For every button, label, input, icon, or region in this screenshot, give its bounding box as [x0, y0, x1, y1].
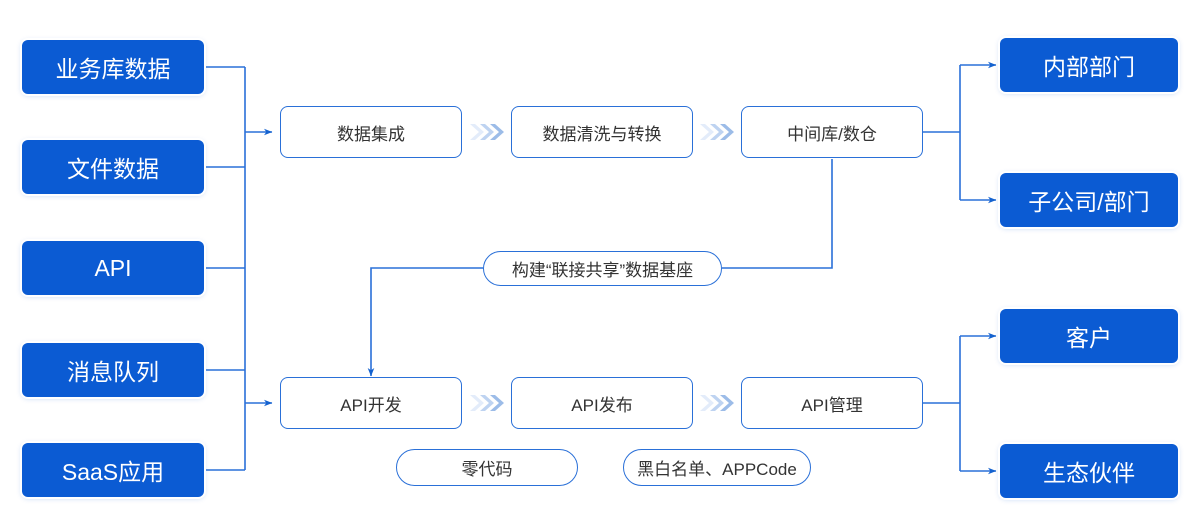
source-node-saas-app[interactable]: SaaS应用: [22, 443, 204, 497]
process-node-label: API开发: [340, 395, 402, 415]
wire-warehouse-to-badge: [722, 159, 833, 269]
process-node-api-manage[interactable]: API管理: [741, 377, 923, 429]
process-node-warehouse[interactable]: 中间库/数仓: [741, 106, 923, 158]
chevron-cleansing-to-warehouse-icon: [700, 122, 736, 142]
source-node-label: SaaS应用: [61, 459, 165, 485]
source-node-file-data[interactable]: 文件数据: [22, 140, 204, 194]
process-node-api-develop[interactable]: API开发: [280, 377, 462, 429]
process-node-label: 数据集成: [337, 124, 405, 144]
source-node-api[interactable]: API: [22, 241, 204, 295]
target-node-subsidiary[interactable]: 子公司/部门: [1000, 173, 1178, 227]
annotation-appcode[interactable]: 黑白名单、APPCode: [623, 449, 811, 486]
process-node-label: 数据清洗与转换: [542, 124, 662, 144]
source-node-label: 消息队列: [67, 359, 159, 385]
process-node-data-integration[interactable]: 数据集成: [280, 106, 462, 158]
annotation-label: 黑白名单、APPCode: [637, 460, 797, 479]
process-node-label: API管理: [801, 395, 863, 415]
annotation-zero-code[interactable]: 零代码: [396, 449, 578, 486]
source-node-label: 文件数据: [67, 156, 159, 182]
source-node-label: 业务库数据: [55, 56, 171, 82]
source-node-business-db[interactable]: 业务库数据: [22, 40, 204, 94]
target-node-label: 内部部门: [1043, 54, 1135, 80]
process-node-label: 中间库/数仓: [787, 124, 877, 144]
wire-badge-to-api-develop: [367, 267, 483, 377]
target-node-label: 生态伙伴: [1043, 460, 1135, 486]
chevron-develop-to-publish-icon: [470, 393, 506, 413]
process-node-data-cleansing[interactable]: 数据清洗与转换: [511, 106, 693, 158]
target-node-internal-dept[interactable]: 内部部门: [1000, 38, 1178, 92]
process-node-api-publish[interactable]: API发布: [511, 377, 693, 429]
process-node-label: API发布: [571, 395, 633, 415]
target-node-customer[interactable]: 客户: [1000, 309, 1178, 363]
target-node-label: 客户: [1066, 325, 1112, 351]
chevron-publish-to-manage-icon: [700, 393, 736, 413]
chevron-integration-to-cleansing-icon: [470, 122, 506, 142]
source-node-label: API: [94, 254, 132, 281]
target-node-label: 子公司/部门: [1028, 189, 1150, 215]
badge-label: 构建“联接共享”数据基座: [511, 261, 694, 280]
target-node-partner[interactable]: 生态伙伴: [1000, 444, 1178, 498]
annotation-label: 零代码: [461, 460, 513, 479]
badge-data-foundation[interactable]: 构建“联接共享”数据基座: [483, 251, 722, 286]
source-node-message-queue[interactable]: 消息队列: [22, 343, 204, 397]
